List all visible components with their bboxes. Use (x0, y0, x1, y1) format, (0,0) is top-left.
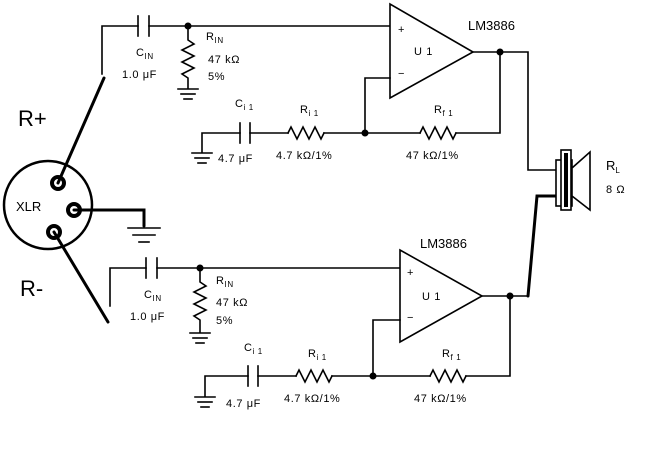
top-rin-value: 47 kΩ (208, 54, 240, 66)
speaker-value: 8 Ω (606, 184, 625, 196)
top-input-capacitor (137, 15, 150, 37)
top-ri-value: 4.7 kΩ/1% (276, 150, 332, 162)
top-rin-tol: 5% (208, 71, 225, 83)
top-input-resistor (180, 25, 196, 89)
top-rf-resistor (418, 125, 458, 141)
bottom-cin-value: 1.0 μF (130, 311, 165, 323)
bottom-cin-ref: CIN (144, 289, 162, 303)
top-cin-value: 1.0 μF (122, 69, 157, 81)
bottom-rf-resistor (428, 368, 468, 384)
bottom-ri-value: 4.7 kΩ/1% (284, 393, 340, 405)
bottom-plus-sign: + (407, 267, 414, 279)
bottom-rin-value: 47 kΩ (216, 297, 248, 309)
top-opamp (389, 2, 475, 100)
top-output-junction-dot (496, 48, 504, 56)
top-ci-ref: Ci 1 (235, 98, 254, 112)
top-ci-ground-icon (191, 152, 213, 164)
bottom-ci-value: 4.7 μF (226, 398, 261, 410)
top-ri-resistor (286, 125, 326, 141)
top-rin-ground-icon (177, 88, 199, 100)
top-rf-ref: Rf 1 (434, 104, 453, 118)
top-cin-ref: CIN (136, 47, 154, 61)
xlr-ground-icon (127, 227, 161, 243)
bottom-fb-junction-dot (369, 372, 377, 380)
xlr-connector (2, 76, 161, 324)
bottom-ri-ref: Ri 1 (308, 348, 327, 362)
top-plus-sign: + (398, 24, 405, 36)
speaker-icon (555, 149, 591, 212)
bottom-chip-label: LM3886 (420, 236, 467, 251)
top-chip-label: LM3886 (468, 18, 515, 33)
bottom-rf-ref: Rf 1 (442, 348, 461, 362)
bottom-minus-sign: − (407, 312, 414, 324)
bottom-rin-ground-icon (189, 332, 211, 344)
top-ci-value: 4.7 μF (218, 153, 253, 165)
bottom-ri-resistor (294, 368, 334, 384)
bottom-rin-tol: 5% (216, 315, 233, 327)
top-rin-ref: RIN (206, 31, 224, 45)
top-fb-junction-dot (361, 129, 369, 137)
bottom-input-capacitor (145, 257, 158, 279)
top-amplifier (101, 2, 557, 171)
top-rf-value: 47 kΩ/1% (406, 150, 459, 162)
bottom-amplifier (109, 194, 558, 408)
bottom-ci-ground-icon (194, 396, 216, 408)
bottom-ci-ref: Ci 1 (244, 342, 263, 356)
bottom-opamp (399, 248, 484, 344)
bottom-rf-value: 47 kΩ/1% (414, 393, 467, 405)
top-ci-capacitor (239, 122, 251, 144)
bottom-ci-capacitor (247, 365, 259, 387)
r-plus-label: R+ (18, 106, 47, 131)
bottom-unit-label: U 1 (422, 291, 441, 303)
top-unit-label: U 1 (414, 46, 433, 58)
bottom-output-junction-dot (506, 292, 514, 300)
top-ri-ref: Ri 1 (300, 104, 319, 118)
xlr-label: XLR (16, 199, 41, 214)
r-minus-label: R- (20, 276, 43, 301)
bottom-input-resistor (192, 267, 208, 333)
speaker-ref: RL (606, 158, 620, 175)
bottom-rin-ref: RIN (216, 275, 234, 289)
top-minus-sign: − (398, 68, 405, 80)
